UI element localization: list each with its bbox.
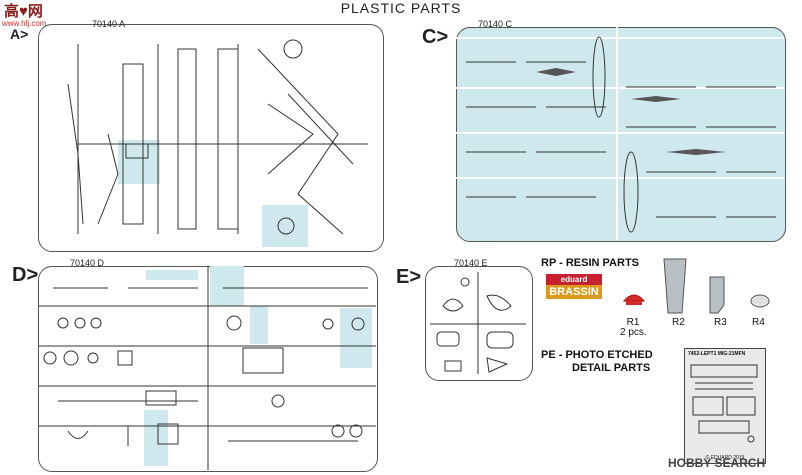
pe-fret-code: 7452-LEPT1 MIG-21MFN (688, 351, 746, 357)
pe-heading-line2: DETAIL PARTS (572, 362, 651, 374)
sprue-e-code: 70140 E (454, 258, 488, 268)
sprue-c-code: 70140 C (478, 19, 513, 29)
sprue-a-parts (67, 39, 368, 235)
brassin-logo-top: eduard (546, 274, 602, 285)
resin-heading: RP - RESIN PARTS (541, 257, 639, 269)
sprue-c-letter: C> (422, 26, 449, 48)
sprue-d-letter: D> (12, 264, 39, 286)
sprue-d-highlight-2 (210, 266, 244, 306)
sprue-d-highlight-3 (250, 306, 268, 344)
resin-parts-drawings (622, 258, 770, 314)
pe-fret-parts (690, 364, 758, 443)
brassin-logo-bottom: BRASSIN (546, 285, 602, 299)
sprue-a-letter: A> (10, 26, 29, 42)
watermark-logo: 高♥网 (4, 3, 43, 20)
sprue-d-highlight (146, 270, 198, 280)
resin-part-r1-note: 2 pcs. (620, 327, 647, 338)
sprue-c-frame (456, 27, 786, 242)
page-title: PLASTIC PARTS (340, 0, 462, 16)
sprue-d-highlight-5 (144, 410, 168, 466)
sprue-d-code: 70140 D (70, 258, 105, 268)
sprue-a-highlight-2 (262, 205, 308, 247)
sprue-a-frame (38, 24, 384, 252)
watermark-site: www.hlj.com (2, 19, 47, 28)
sprue-d-parts (38, 266, 376, 470)
resin-part-r2-label: R2 (672, 317, 685, 328)
pe-fret-footer: © EDUARD 2019 (705, 455, 745, 461)
sprue-c-parts (456, 27, 784, 240)
sprue-a-code: 70140 A (92, 19, 126, 29)
pe-fret: 7452-LEPT1 MIG-21MFN © EDUARD 2019 (684, 348, 766, 464)
pe-heading-line1: PE - PHOTO ETCHED (541, 349, 653, 361)
sprue-e-parts (430, 272, 526, 374)
resin-part-r3-label: R3 (714, 317, 727, 328)
sprue-a-highlight (118, 140, 160, 184)
hobby-search-watermark: HOBBY SEARCH (668, 456, 766, 470)
sprue-e-letter: E> (396, 266, 422, 288)
resin-part-r4-label: R4 (752, 317, 765, 328)
resin-part-r1-label: R1 (626, 317, 640, 328)
